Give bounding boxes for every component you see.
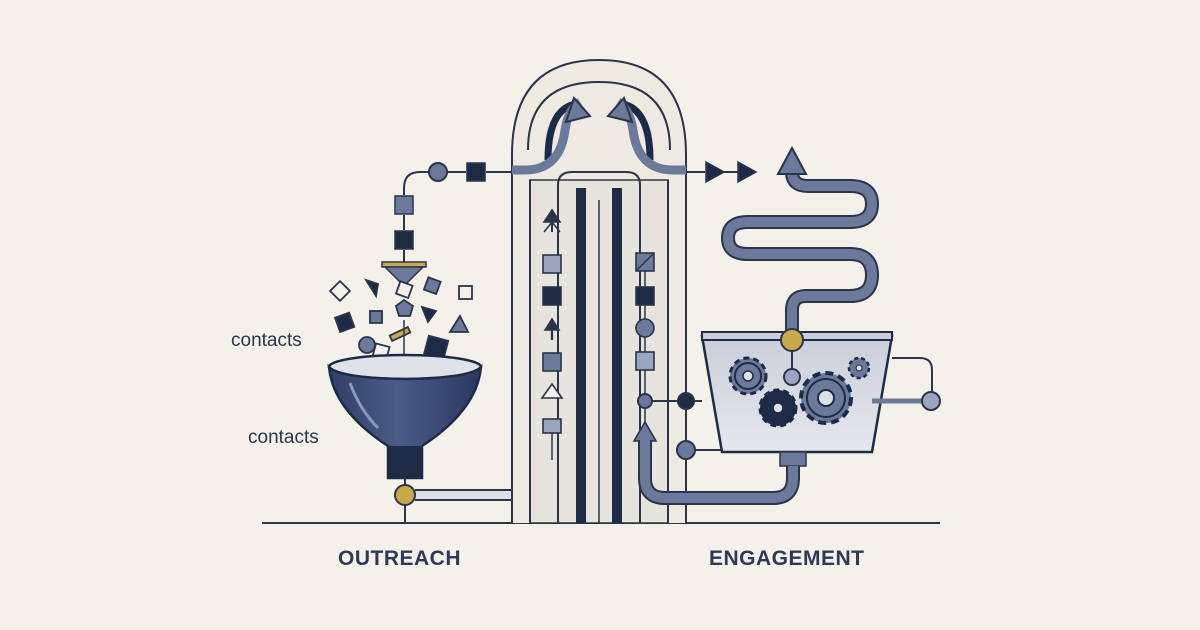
input-path <box>403 171 512 262</box>
gear-icon <box>847 356 871 380</box>
arrow-icon <box>776 145 808 175</box>
contacts-label-top: contacts <box>231 330 302 351</box>
hopper-icon <box>383 266 425 288</box>
connector-node-icon <box>677 392 695 410</box>
falling-contacts <box>328 276 473 362</box>
engagement-tank <box>700 331 894 467</box>
arrow-icon <box>606 96 634 124</box>
contacts-label-bottom: contacts <box>248 427 319 448</box>
arrow-icon <box>705 160 726 184</box>
gear-icon <box>728 356 768 396</box>
gear-icon <box>799 371 853 425</box>
connector-node-icon <box>780 328 804 352</box>
serpentine-pipe <box>721 145 879 330</box>
right-column-icons <box>632 252 658 442</box>
arrow-icon <box>543 220 561 233</box>
arrow-icon <box>564 96 592 124</box>
square-block <box>466 162 486 182</box>
connector-node-icon <box>394 484 416 506</box>
connector-node-icon <box>676 440 696 460</box>
outreach-label: OUTREACH <box>338 547 461 570</box>
left-column-icons <box>540 208 564 434</box>
arrow-icon <box>737 160 758 184</box>
square-block <box>394 230 414 250</box>
triangle-icon <box>540 382 564 399</box>
gear-icon <box>758 388 798 428</box>
connector-node-icon <box>921 391 941 411</box>
central-tower <box>511 58 687 524</box>
connector-node-icon <box>637 393 653 409</box>
connector-node-icon <box>428 162 448 182</box>
engagement-label: ENGAGEMENT <box>709 547 865 570</box>
funnel-icon <box>327 353 483 480</box>
connector-node-icon <box>783 368 801 386</box>
output-arrows <box>686 160 758 184</box>
square-block <box>394 195 414 215</box>
